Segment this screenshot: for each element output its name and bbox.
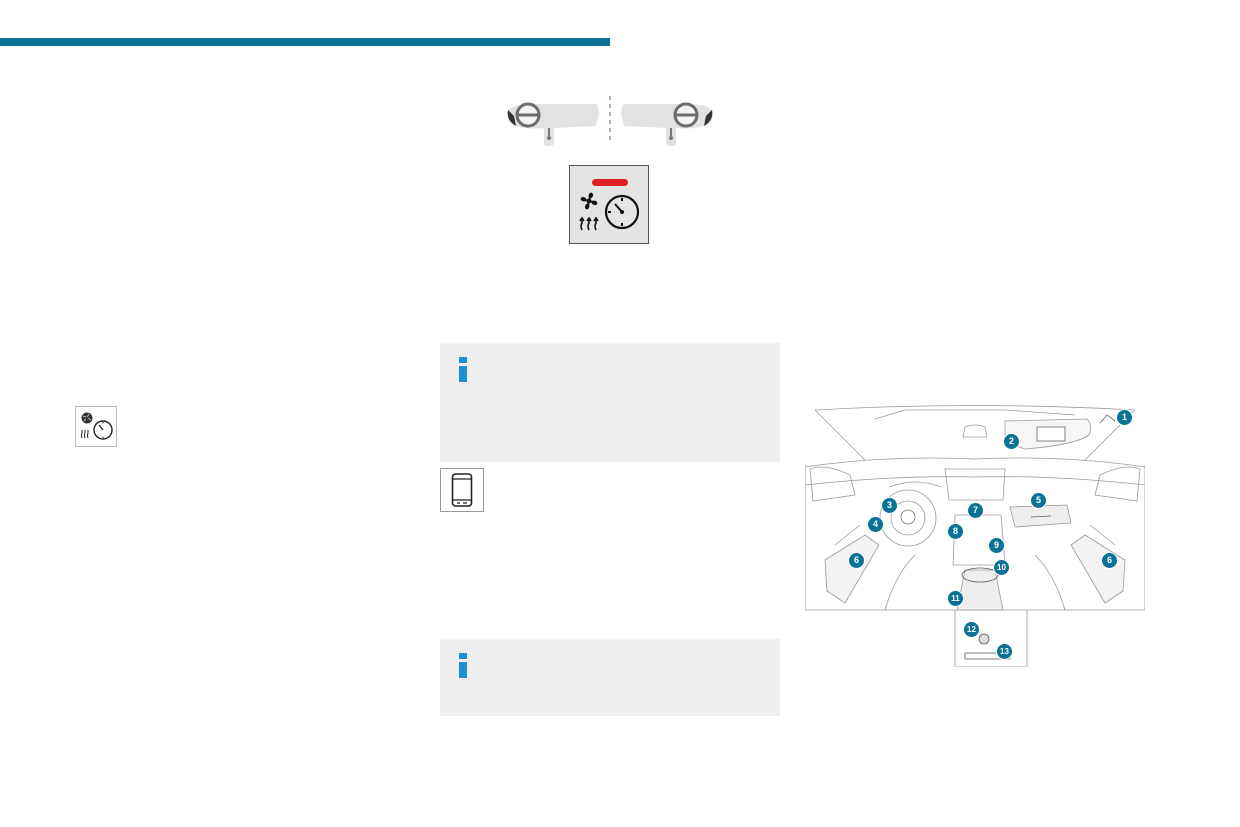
callout-marker: 13 [996,643,1013,660]
smartphone-icon-frame [440,468,484,512]
info-note [440,639,780,716]
preheat-small-icon-frame [75,406,117,447]
steering-layout-illustration [504,96,716,146]
info-note [440,343,780,462]
cockpit-line-drawing [804,405,1146,668]
fan-heat-timer-icon [81,412,113,440]
callout-marker: 10 [993,559,1010,576]
status-indicator-led [592,179,628,186]
callout-marker: 6 [1101,552,1118,569]
callout-marker: 5 [1030,492,1047,509]
callout-marker: 11 [947,590,964,607]
steering-wheel-left-icon [507,96,713,146]
callout-marker: 8 [947,523,964,540]
callout-marker: 9 [988,537,1005,554]
callout-marker: 1 [1116,409,1133,426]
preheat-button-illustration [569,165,649,244]
callout-marker: 6 [848,552,865,569]
callout-marker: 3 [881,497,898,514]
info-icon [459,357,467,382]
callout-marker: 4 [867,516,884,533]
info-icon [459,653,467,678]
callout-marker: 7 [967,502,984,519]
smartphone-icon [451,473,473,507]
callout-marker: 2 [1003,433,1020,450]
fan-heat-timer-icon [579,192,640,231]
cockpit-diagram: 1 2 3 4 5 6 6 7 8 9 10 11 12 13 [804,405,1146,668]
header-rule [0,38,610,46]
callout-marker: 12 [963,621,980,638]
